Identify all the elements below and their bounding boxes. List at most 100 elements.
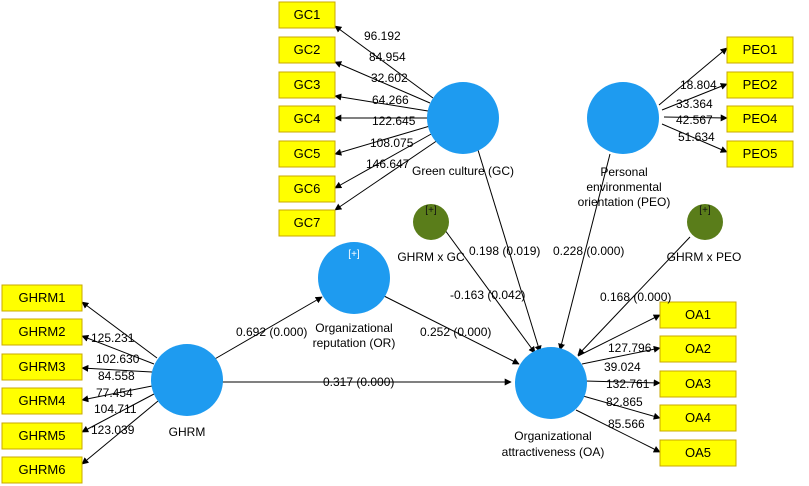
loading-ghrm2: 102.630 [96,352,140,366]
label-oa-line2: attractiveness (OA) [502,445,605,459]
construct-peo[interactable] [587,82,659,154]
loading-ghrm5: 104.711 [94,402,137,416]
construct-labels: Green culture (GC) Personal environmenta… [169,164,742,459]
indicator-label: GC4 [294,111,321,126]
peo-outer-loadings [658,47,728,153]
edge-gc-gc6 [334,132,434,189]
indicator-ghrm1[interactable]: GHRM1 [1,284,83,312]
ghrm-indicators: GHRM1 GHRM2 GHRM3 GHRM4 GHRM5 GHRM6 [1,284,83,484]
edge-gc-gc2 [334,61,431,104]
indicator-peo5[interactable]: PEO5 [726,140,794,168]
indicator-ghrm3[interactable]: GHRM3 [1,353,83,381]
indicator-label: GHRM3 [19,359,66,374]
indicator-ghrm2[interactable]: GHRM2 [1,318,83,346]
indicator-label: OA4 [685,410,711,425]
indicator-gc3[interactable]: GC3 [278,71,336,99]
label-peo-line1: Personal [600,165,647,179]
edge-oa-oa2 [581,345,661,365]
indicator-label: OA3 [685,376,711,391]
edge-gc-gc1 [334,25,434,99]
indicator-label: PEO5 [743,146,778,161]
construct-ghrm[interactable] [151,344,223,416]
edge-ghrm-ghrm1 [81,301,158,359]
construct-organizational-attractiveness[interactable] [515,347,587,419]
label-or-line1: Organizational [315,321,392,335]
coef-gc-oa: 0.198 (0.019) [469,244,540,258]
edge-ghrm-ghrm5 [81,393,155,433]
indicator-label: GC5 [294,146,321,161]
loading-oa2: 39.024 [604,360,641,374]
coef-ghrm-or: 0.692 (0.000) [236,325,307,339]
loading-oa3: 132.761 [606,377,650,391]
indicator-gc2[interactable]: GC2 [278,36,336,64]
indicator-label: PEO4 [743,111,778,126]
loading-gc7: 146.647 [366,157,410,171]
indicator-gc6[interactable]: GC6 [278,175,336,203]
loading-oa4: 82.865 [606,395,643,409]
indicator-label: PEO2 [743,77,778,92]
indicator-oa2[interactable]: OA2 [659,335,737,363]
indicator-gc7[interactable]: GC7 [278,209,336,237]
indicator-peo2[interactable]: PEO2 [726,71,794,99]
indicator-oa1[interactable]: OA1 [659,301,737,329]
indicator-label: GHRM5 [19,428,66,443]
coef-ghrm-oa: 0.317 (0.000) [323,375,394,389]
structural-paths [212,149,691,386]
indicator-peo1[interactable]: PEO1 [726,36,794,64]
indicator-ghrm6[interactable]: GHRM6 [1,456,83,484]
expand-tag-or[interactable]: [+] [348,249,360,260]
path-ghrm-x-peo-oa [577,236,691,356]
edge-gc-gc7 [334,139,439,211]
loading-gc2: 84.954 [369,50,406,64]
edge-peo-peo4 [663,114,728,122]
indicator-peo4[interactable]: PEO4 [726,105,794,133]
edge-ghrm-ghrm2 [81,335,155,365]
oa-outer-loadings [575,314,661,453]
peo-indicators: PEO1 PEO2 PEO4 PEO5 [726,36,794,168]
indicator-ghrm5[interactable]: GHRM5 [1,422,83,450]
oa-indicators: OA1 OA2 OA3 OA4 OA5 [659,301,737,467]
edge-gc-gc5 [334,125,431,156]
indicator-oa3[interactable]: OA3 [659,370,737,398]
expand-tag-ghrm-x-gc[interactable]: [+] [425,205,437,216]
indicator-oa5[interactable]: OA5 [659,439,737,467]
indicator-label: OA1 [685,307,711,322]
indicator-gc4[interactable]: GC4 [278,105,336,133]
edge-oa-oa4 [582,395,661,420]
construct-green-culture[interactable] [427,82,499,154]
label-ghrm: GHRM [169,425,206,439]
indicator-label: GHRM6 [19,462,66,477]
loading-values: 96.192 84.954 32.602 64.266 122.645 108.… [91,29,717,437]
path-coefficients: 0.198 (0.019) 0.228 (0.000) 0.692 (0.000… [236,244,671,389]
indicator-label: GC6 [294,181,321,196]
indicator-label: GHRM1 [19,290,66,305]
indicator-label: GC1 [294,7,321,22]
construct-organizational-reputation[interactable] [318,242,390,314]
path-ghrm-or [212,296,323,361]
edge-peo-peo5 [661,123,728,153]
path-gc-oa [477,149,542,353]
loading-ghrm1: 125.231 [91,331,135,345]
loading-peo2: 33.364 [676,97,713,111]
indicator-label: GC7 [294,215,321,230]
indicator-oa4[interactable]: OA4 [659,404,737,432]
edge-ghrm-ghrm3 [81,364,153,373]
loading-gc3: 32.602 [371,71,408,85]
indicator-gc1[interactable]: GC1 [278,1,336,29]
label-or-line2: reputation (OR) [313,336,396,350]
label-oa-line1: Organizational [514,429,591,443]
loading-ghrm3: 84.558 [98,369,135,383]
indicator-label: GC2 [294,42,321,57]
loading-ghrm6: 123.039 [91,423,135,437]
expand-tag-ghrm-x-peo[interactable]: [+] [699,205,711,216]
moderator-ghrm-x-peo[interactable] [687,204,723,240]
loading-peo4: 42.567 [676,113,713,127]
label-green-culture: Green culture (GC) [412,164,514,178]
moderator-ghrm-x-gc[interactable] [413,204,449,240]
indicator-label: GHRM2 [19,324,66,339]
edge-peo-peo1 [658,47,728,106]
indicator-ghrm4[interactable]: GHRM4 [1,387,83,415]
indicator-gc5[interactable]: GC5 [278,140,336,168]
edge-ghrm-ghrm4 [81,385,153,403]
